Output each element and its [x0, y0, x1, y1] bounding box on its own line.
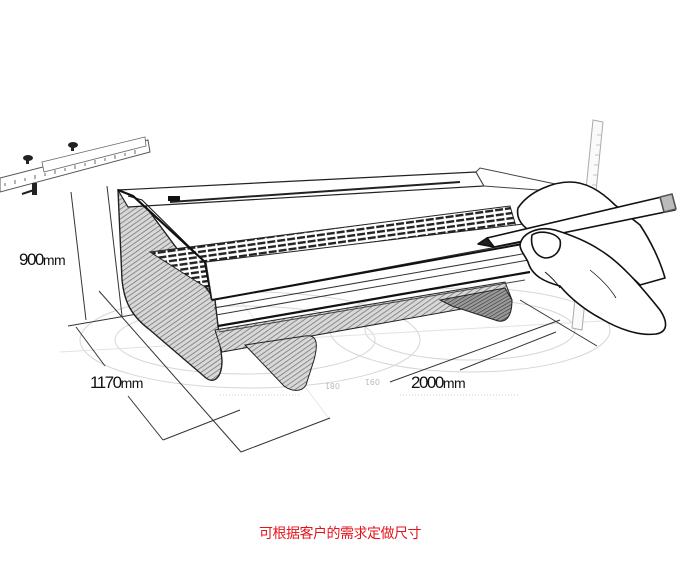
- width-dimension-label: 2000mm: [411, 373, 466, 393]
- floor-scale-mark: 081: [325, 381, 340, 390]
- height-value: 900: [19, 250, 44, 269]
- depth-value: 1170: [90, 373, 122, 392]
- depth-unit: mm: [120, 375, 144, 391]
- hand-with-pencil-icon: [477, 181, 677, 336]
- floor-scale-mark: 091: [365, 377, 380, 386]
- height-unit: mm: [42, 252, 66, 268]
- depth-dimension-label: 1170mm: [90, 373, 143, 393]
- customization-caption: 可根据客户的需求定做尺寸: [259, 526, 422, 542]
- dimension-lines: [67, 185, 598, 453]
- height-dimension-label: 900mm: [19, 250, 66, 270]
- width-unit: mm: [442, 375, 466, 391]
- width-value: 2000: [411, 373, 444, 392]
- caliper-icon: [0, 136, 151, 195]
- display-counter: [116, 167, 567, 391]
